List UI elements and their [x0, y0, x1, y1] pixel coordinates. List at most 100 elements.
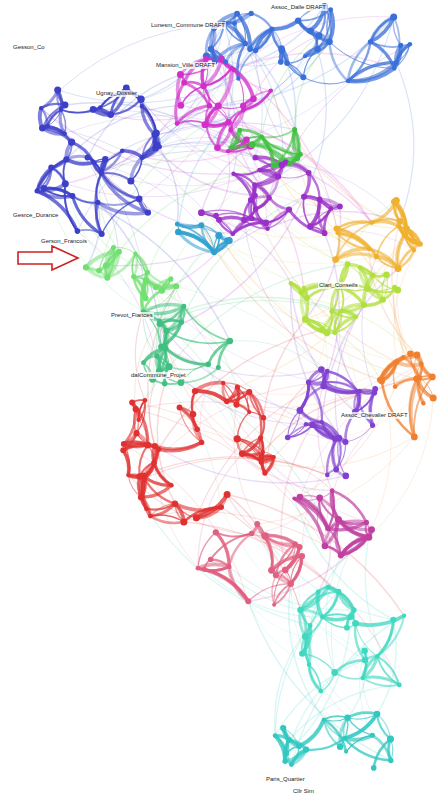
- graph-node: [63, 156, 69, 162]
- graph-node: [224, 238, 230, 244]
- graph-node: [292, 127, 297, 132]
- graph-node: [408, 42, 413, 47]
- graph-link: [156, 148, 256, 195]
- graph-node: [267, 195, 271, 199]
- graph-link: [98, 199, 139, 205]
- graph-node: [231, 172, 235, 176]
- graph-node: [259, 460, 264, 465]
- graph-link: [309, 173, 320, 200]
- graph-node: [393, 197, 400, 204]
- graph-link: [144, 478, 175, 504]
- graph-link: [159, 330, 323, 449]
- graph-link: [291, 556, 302, 584]
- graph-link: [219, 217, 244, 220]
- graph-link: [131, 158, 142, 181]
- graph-node: [234, 11, 240, 17]
- graph-node: [179, 319, 185, 325]
- graph-node: [248, 197, 254, 203]
- graph-node: [136, 196, 143, 203]
- graph-node: [328, 7, 333, 12]
- graph-node: [375, 654, 379, 658]
- graph-link: [324, 382, 360, 391]
- graph-link: [348, 713, 377, 718]
- graph-link: [66, 156, 87, 159]
- graph-node: [138, 96, 145, 103]
- graph-link: [346, 735, 372, 751]
- graph-link: [419, 378, 433, 399]
- graph-link: [169, 264, 348, 367]
- graph-link: [335, 673, 363, 679]
- graph-link: [411, 378, 420, 437]
- graph-link: [155, 442, 202, 449]
- graph-link: [248, 530, 371, 602]
- graph-link: [146, 224, 177, 298]
- graph-link: [141, 485, 171, 497]
- graph-node: [315, 32, 322, 39]
- graph-node: [342, 736, 347, 741]
- graph-link: [230, 341, 322, 370]
- node-label: Assoc_Chevalier DRAFT: [340, 412, 409, 419]
- graph-link: [177, 224, 214, 252]
- graph-link: [150, 504, 175, 516]
- graph-node: [205, 362, 211, 368]
- graph-link: [340, 718, 348, 747]
- graph-node: [253, 155, 259, 161]
- graph-link: [41, 23, 224, 108]
- graph-link: [300, 386, 324, 410]
- graph-link: [180, 407, 202, 442]
- graph-link: [294, 499, 325, 547]
- graph-node: [202, 567, 207, 572]
- graph-link: [303, 197, 310, 227]
- graph-node: [214, 144, 221, 151]
- graph-link: [327, 438, 339, 475]
- graph-link: [321, 673, 335, 692]
- graph-node: [226, 149, 230, 153]
- graph-node: [430, 395, 437, 402]
- graph-node: [249, 141, 256, 148]
- graph-link: [101, 151, 122, 172]
- graph-link: [302, 654, 334, 673]
- graph-link: [332, 491, 366, 523]
- graph-node: [62, 180, 69, 187]
- graph-node: [307, 223, 313, 229]
- node-label: Ugnay_Dossier: [95, 90, 138, 97]
- graph-link: [147, 509, 311, 626]
- graph-node: [215, 232, 222, 239]
- graph-node: [75, 228, 81, 234]
- graph-node: [177, 405, 183, 411]
- graph-link: [227, 495, 276, 576]
- graph-link: [337, 229, 377, 257]
- graph-node: [126, 473, 130, 477]
- graph-node: [302, 316, 309, 323]
- graph-link: [234, 174, 256, 209]
- graph-link: [137, 433, 159, 449]
- graph-link: [204, 68, 232, 86]
- graph-link: [77, 231, 159, 371]
- graph-link: [394, 44, 410, 68]
- graph-link: [157, 145, 178, 224]
- graph-link: [414, 377, 432, 437]
- graph-node: [267, 195, 272, 200]
- graph-node: [417, 375, 423, 381]
- graph-link: [341, 536, 368, 555]
- graph-node: [228, 146, 232, 150]
- graph-link: [419, 378, 433, 399]
- graph-link: [331, 491, 338, 520]
- graph-node: [287, 580, 294, 587]
- graph-link: [272, 570, 291, 583]
- graph-node: [103, 262, 109, 268]
- graph-node: [91, 160, 96, 165]
- graph-node: [166, 363, 173, 370]
- graph-link: [325, 425, 373, 546]
- graph-node: [395, 265, 402, 272]
- graph-node: [156, 447, 161, 452]
- graph-node: [237, 128, 242, 133]
- graph-link: [324, 718, 348, 721]
- graph-node: [398, 43, 403, 48]
- node-label: Prevot_Fiances: [110, 312, 154, 319]
- graph-link: [196, 382, 324, 517]
- graph-link: [60, 110, 65, 134]
- graph-link: [166, 348, 208, 364]
- graph-link: [377, 257, 399, 269]
- graph-link: [192, 391, 195, 414]
